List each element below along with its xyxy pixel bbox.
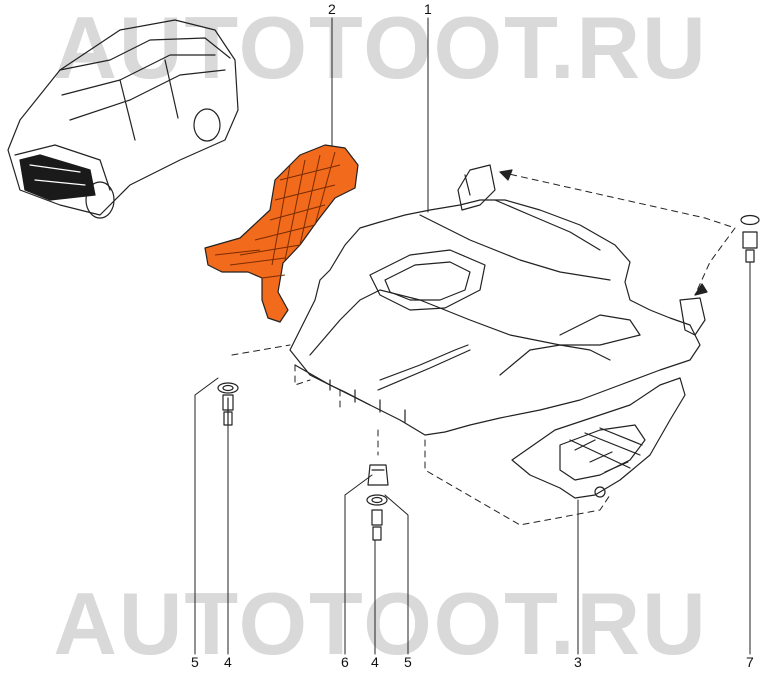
callout-6: 6 [341, 654, 349, 670]
callout-1: 1 [424, 1, 432, 17]
car-thumbnail [7, 19, 239, 219]
callout-7: 7 [746, 654, 754, 670]
watermark-bottom: AUTOTOOT.RU [53, 574, 708, 673]
engine-shield-side-highlight [204, 144, 359, 323]
fasteners [217, 214, 760, 541]
side-shield [511, 377, 686, 499]
callout-4-left: 4 [224, 654, 232, 670]
leader-lines [194, 17, 751, 655]
callout-2: 2 [328, 1, 336, 17]
engine-shield-main [289, 164, 706, 436]
callout-5-left: 5 [191, 654, 199, 670]
callout-5-center: 5 [404, 654, 412, 670]
callout-4-center: 4 [371, 654, 379, 670]
watermark-top: AUTOTOOT.RU [53, 0, 708, 97]
callout-3: 3 [574, 654, 582, 670]
assembly-lines [231, 171, 736, 526]
